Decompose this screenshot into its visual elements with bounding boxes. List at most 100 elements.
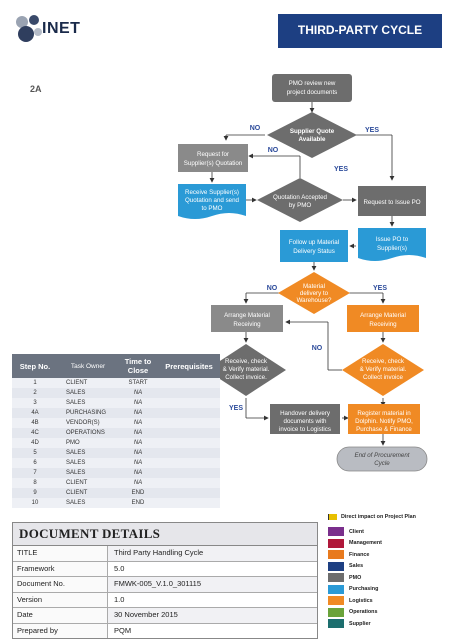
detail-value: Third Party Handling Cycle [114,548,204,557]
detail-key: Document No. [13,577,108,592]
receive-verify-left-decision: Receive, check & Verify material. Collec… [206,344,286,396]
prerequisites-cell [158,418,220,428]
step-no-cell: 2 [33,390,37,396]
time-to-close-cell: NA [133,430,143,436]
steps-table: Step No. Task Owner Time to Close Prereq… [12,354,220,508]
step-no-cell: 4D [31,440,39,446]
receive-quotation-node: Receive Supplier(s) Quotation and send t… [178,184,246,219]
svg-text:& Verify material.: & Verify material. [223,366,270,373]
legend-item: Finance [328,549,438,561]
detail-key: Prepared by [13,623,108,638]
prerequisites-cell [158,468,220,478]
time-to-close-cell: NA [133,460,143,466]
legend-swatch [328,619,344,629]
prerequisites-cell [158,378,220,388]
task-owner-cell: SALES [66,470,86,476]
time-to-close-cell: NA [133,420,143,426]
label-yes-2: YES [334,166,348,173]
svg-text:PMO review new: PMO review new [289,80,336,87]
step-no-cell: 4B [31,420,39,426]
legend-item: Logistics [328,595,438,607]
prerequisites-cell [158,458,220,468]
svg-text:to PMO: to PMO [202,205,223,212]
handover-node: Handover delivery documents with invoice… [270,404,340,434]
time-to-close-cell: START [128,380,148,386]
svg-text:Receiving: Receiving [233,321,261,328]
legend-swatch [328,561,344,571]
legend-item: Management [328,538,438,550]
svg-text:Receive Supplier(s): Receive Supplier(s) [185,189,239,196]
detail-key: TITLE [13,546,108,561]
time-to-close-cell: END [131,490,145,496]
legend-item: Operations [328,607,438,619]
inet-logo: INET [12,12,92,48]
step-no-cell: 10 [31,500,39,506]
label-yes-1: YES [365,127,379,134]
svg-text:Delivery Status: Delivery Status [293,248,335,255]
time-to-close-cell: END [131,500,145,506]
label-yes-3: YES [373,285,387,292]
col-task-owner: Task Owner [58,354,118,378]
svg-text:Collect invoice: Collect invoice [363,374,403,381]
svg-text:Quotation and send: Quotation and send [185,197,240,204]
legend-swatch [328,527,344,537]
page-title-bar: THIRD-PARTY CYCLE [278,14,442,48]
label-no-2: NO [268,147,279,154]
document-detail-row: TITLE Third Party Handling Cycle [13,546,317,562]
legend-label: Client [349,528,364,535]
flow-connectors [209,102,395,446]
steps-table-header: Step No. Task Owner Time to Close Prereq… [12,354,220,378]
svg-text:End of Procurement: End of Procurement [354,452,409,459]
time-to-close-cell: NA [133,440,143,446]
section-id: 2A [30,84,42,94]
svg-text:invoice to Logistics: invoice to Logistics [279,426,331,433]
label-yes-4: YES [229,405,243,412]
task-owner-cell: SALES [66,390,86,396]
svg-text:Purchase & Finance: Purchase & Finance [356,426,412,433]
legend-label: Management [349,540,382,547]
svg-text:Request for: Request for [197,151,229,158]
prerequisites-cell [158,388,220,398]
step-no-cell: 4A [31,410,39,416]
svg-text:project documents: project documents [287,89,338,96]
prerequisites-cell [158,428,220,438]
svg-text:Receive, check: Receive, check [362,358,405,365]
legend-item: Sales [328,561,438,573]
flag-icon [328,514,337,520]
delivery-warehouse-decision: Material delivery to Warehouse? [278,272,350,314]
request-po-node: Request to Issue PO [358,186,426,216]
time-to-close-cell: NA [133,470,143,476]
col-step-no: Step No. [12,354,58,378]
svg-text:Supplier(s) Quotation: Supplier(s) Quotation [184,160,243,167]
task-owner-cell: VENDOR(S) [66,420,100,426]
task-owner-cell: SALES [66,500,86,506]
register-material-node: Register material in Dolphin. Notify PMO… [348,404,420,434]
time-to-close-cell: NA [133,390,143,396]
svg-text:Supplier Quote: Supplier Quote [290,128,335,135]
prerequisites-cell [158,398,220,408]
svg-text:Register material in: Register material in [357,410,411,417]
svg-text:Arrange Material: Arrange Material [360,312,406,319]
legend-title: Direct impact on Project Plan [328,510,438,524]
legend-label: Sales [349,563,364,570]
task-owner-cell: PMO [66,440,80,446]
detail-value: FMWK-005_V.1.0_301115 [114,579,202,588]
detail-value: PQM [114,625,132,635]
time-to-close-cell: NA [133,480,143,486]
detail-value: 5.0 [114,563,125,573]
svg-text:delivery to: delivery to [300,290,329,297]
col-prerequisites: Prerequisites [158,354,220,378]
svg-text:documents with: documents with [284,418,328,425]
col-time-to-close: Time to Close [118,354,158,378]
logo-text: INET [42,20,81,37]
label-no-4: NO [312,345,323,352]
detail-value: 1.0 [114,594,125,604]
